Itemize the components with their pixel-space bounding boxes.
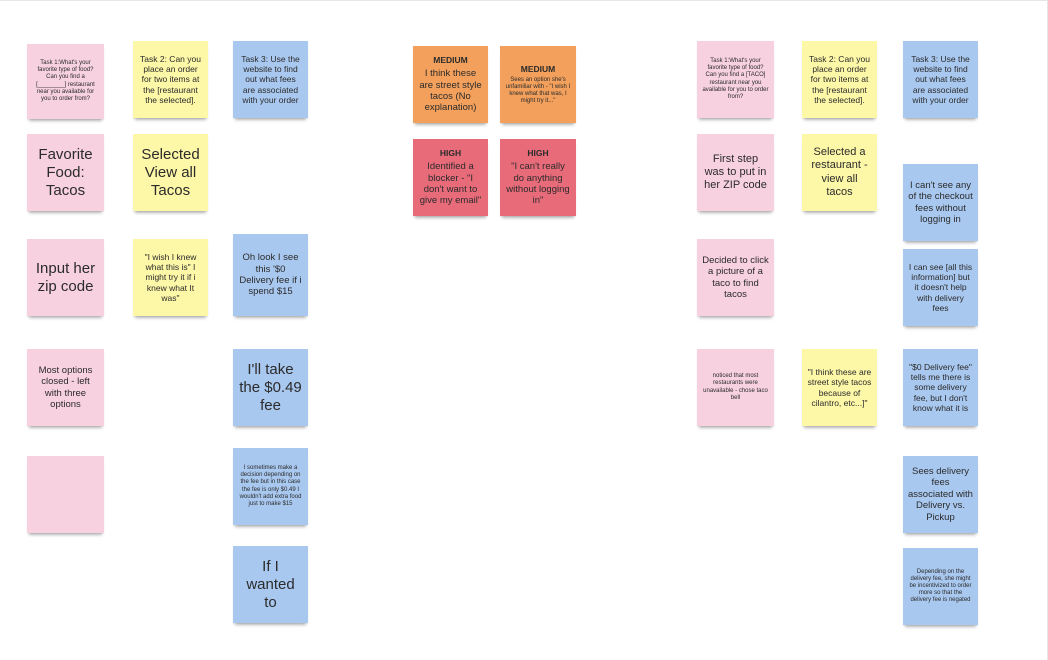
sticky-note-text: I can't see any of the checkout fees wit… xyxy=(908,179,973,225)
sticky-note-text: Task 3: Use the website to find out what… xyxy=(911,54,970,105)
sticky-note-task3-left[interactable]: Task 3: Use the website to find out what… xyxy=(233,41,308,118)
sticky-note-delivery-fee-15[interactable]: Oh look I see this '$0 Delivery fee if i… xyxy=(233,234,308,316)
sticky-note-task2-right[interactable]: Task 2: Can you place an order for two i… xyxy=(802,41,877,118)
sticky-note-text: Task 2: Can you place an order for two i… xyxy=(140,54,201,105)
sticky-note-task1-right[interactable]: Task 1:What's your favorite type of food… xyxy=(697,41,774,118)
sticky-note-wish-knew[interactable]: "I wish I knew what this is" I might try… xyxy=(133,239,208,316)
sticky-note-text: Decided to click a picture of a taco to … xyxy=(702,254,769,300)
severity-label: MEDIUM xyxy=(520,63,556,74)
sticky-note-text: Task 2: Can you place an order for two i… xyxy=(809,54,870,105)
sticky-note-task3-right[interactable]: Task 3: Use the website to find out what… xyxy=(903,41,978,118)
sticky-note-text: I can see [all this information] but it … xyxy=(908,262,973,313)
sticky-note-can-see-info[interactable]: I can see [all this information] but it … xyxy=(903,249,978,326)
sticky-note-text: Sees an option she's unfamiliar with - "… xyxy=(505,76,571,105)
sticky-note-clicked-taco-picture[interactable]: Decided to click a picture of a taco to … xyxy=(697,239,774,316)
sticky-note-empty[interactable] xyxy=(27,456,104,533)
sticky-note-text: "$0 Delivery fee" tells me there is some… xyxy=(909,362,972,413)
sticky-note-noticed-unavailable[interactable]: noticed that most restaurants were unava… xyxy=(697,349,774,426)
sticky-note-sometimes-decision[interactable]: I sometimes make a decision depending on… xyxy=(233,448,308,525)
sticky-note-text: "I can't really do anything without logg… xyxy=(506,161,570,207)
sticky-note-task2-left[interactable]: Task 2: Can you place an order for two i… xyxy=(133,41,208,118)
sticky-note-text: noticed that most restaurants were unava… xyxy=(703,373,768,401)
sticky-note-text: First step was to put in her ZIP code xyxy=(704,152,767,192)
sticky-note-text: Task 3: Use the website to find out what… xyxy=(241,54,300,105)
sticky-note-favorite-food[interactable]: Favorite Food: Tacos xyxy=(27,134,104,211)
sticky-note-high-1[interactable]: HIGH Identified a blocker - "I don't wan… xyxy=(413,139,488,216)
sticky-note-text: Most options closed - left with three op… xyxy=(38,364,93,410)
sticky-note-text: I think these are street style tacos (No… xyxy=(419,68,482,114)
sticky-note-text: "I think these are street style tacos be… xyxy=(807,367,872,408)
severity-label: HIGH xyxy=(439,148,462,159)
sticky-note-text: Depending on the delivery fee, she might… xyxy=(909,568,972,604)
sticky-note-medium-2[interactable]: MEDIUM Sees an option she's unfamiliar w… xyxy=(500,46,576,123)
sticky-note-street-style-cilantro[interactable]: "I think these are street style tacos be… xyxy=(802,349,877,426)
sticky-note-high-2[interactable]: HIGH "I can't really do anything without… xyxy=(500,139,576,216)
sticky-note-input-zip[interactable]: Input her zip code xyxy=(27,239,104,316)
sticky-note-text: Input her zip code xyxy=(35,259,96,295)
sticky-note-zero-delivery-fee[interactable]: "$0 Delivery fee" tells me there is some… xyxy=(903,349,978,426)
sticky-note-text: I'll take the $0.49 fee xyxy=(239,360,302,414)
sticky-note-text: Task 1:What's your favorite type of food… xyxy=(702,57,769,100)
sticky-note-options-closed[interactable]: Most options closed - left with three op… xyxy=(27,349,104,426)
severity-label: HIGH xyxy=(527,148,549,159)
sticky-note-selected-restaurant[interactable]: Selected a restaurant - view all tacos xyxy=(802,134,877,211)
sticky-note-text: Favorite Food: Tacos xyxy=(38,145,93,199)
sticky-note-text: Sees delivery fees associated with Deliv… xyxy=(908,466,973,523)
sticky-note-text: Task 1:What's your favorite type of food… xyxy=(36,59,95,102)
sticky-note-selected-view-all[interactable]: Selected View all Tacos xyxy=(133,134,208,211)
sticky-note-text: If I wanted to xyxy=(246,557,295,611)
sticky-note-text: Selected View all Tacos xyxy=(141,145,200,199)
sticky-note-text: Selected a restaurant - view all tacos xyxy=(811,146,868,198)
sticky-note-first-step-zip[interactable]: First step was to put in her ZIP code xyxy=(697,134,774,211)
sticky-note-medium-1[interactable]: MEDIUM I think these are street style ta… xyxy=(413,46,488,123)
sticky-note-text: Identified a blocker - "I don't want to … xyxy=(419,161,482,207)
sticky-note-text: I sometimes make a decision depending on… xyxy=(239,464,302,507)
sticky-note-depending-on-fee[interactable]: Depending on the delivery fee, she might… xyxy=(903,548,978,625)
sticky-note-take-fee[interactable]: I'll take the $0.49 fee xyxy=(233,349,308,426)
severity-label: MEDIUM xyxy=(433,55,468,66)
sticky-note-cant-see-checkout[interactable]: I can't see any of the checkout fees wit… xyxy=(903,164,978,241)
sticky-note-task1-left[interactable]: Task 1:What's your favorite type of food… xyxy=(27,44,104,119)
sticky-note-sees-delivery-fees[interactable]: Sees delivery fees associated with Deliv… xyxy=(903,456,978,533)
sticky-note-text: "I wish I knew what this is" I might try… xyxy=(144,252,197,303)
sticky-note-text: Oh look I see this '$0 Delivery fee if i… xyxy=(239,252,302,298)
sticky-note-if-i-wanted[interactable]: If I wanted to xyxy=(233,546,308,623)
